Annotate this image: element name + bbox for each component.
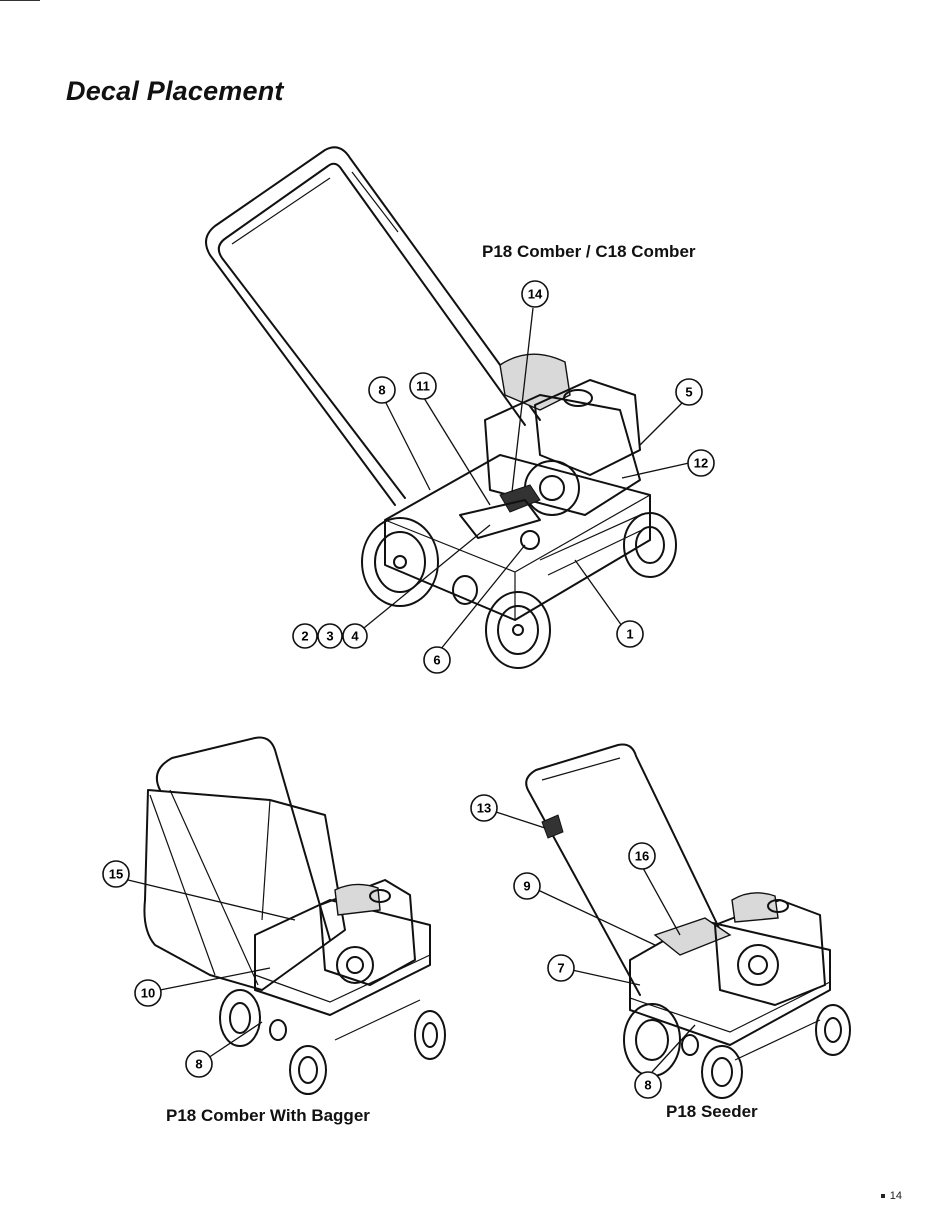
illustration-seeder: 13 16 9 7 8 (471, 744, 850, 1098)
callout-5: 5 (676, 379, 702, 405)
callout-6: 6 (424, 647, 450, 673)
callout-14: 14 (522, 281, 548, 307)
callout-16: 16 (629, 843, 655, 869)
svg-text:14: 14 (528, 287, 543, 302)
callout-11: 11 (410, 373, 436, 399)
svg-text:4: 4 (351, 629, 359, 644)
callout-12: 12 (688, 450, 714, 476)
illustration-comber-with-bagger: 15 10 8 (103, 738, 445, 1095)
svg-text:1: 1 (626, 627, 633, 642)
wheel-front-left (362, 518, 438, 606)
callout-1: 1 (617, 621, 643, 647)
callout-3: 3 (318, 624, 342, 648)
callout-7: 7 (548, 955, 574, 981)
callout-4: 4 (343, 624, 367, 648)
page-number-value: 14 (890, 1190, 902, 1202)
callout-8: 8 (635, 1072, 661, 1098)
svg-text:12: 12 (694, 456, 708, 471)
svg-text:7: 7 (557, 961, 564, 976)
svg-text:6: 6 (433, 653, 440, 668)
svg-text:3: 3 (326, 629, 333, 644)
callout-2: 2 (293, 624, 317, 648)
svg-text:8: 8 (195, 1057, 202, 1072)
svg-text:10: 10 (141, 986, 155, 1001)
callout-15: 15 (103, 861, 129, 887)
svg-text:11: 11 (416, 379, 430, 394)
callout-8: 8 (369, 377, 395, 403)
svg-text:9: 9 (523, 879, 530, 894)
svg-text:8: 8 (644, 1078, 651, 1093)
bullet-icon (881, 1194, 885, 1198)
callout-13: 13 (471, 795, 497, 821)
svg-text:16: 16 (635, 849, 649, 864)
wheel-front-right (486, 592, 550, 668)
svg-text:2: 2 (301, 629, 308, 644)
callout-10: 10 (135, 980, 161, 1006)
page-number: 14 (881, 1190, 902, 1202)
callout-8: 8 (186, 1051, 212, 1077)
svg-text:13: 13 (477, 801, 491, 816)
svg-text:15: 15 (109, 867, 123, 882)
svg-text:5: 5 (685, 385, 692, 400)
illustration-comber: 14 8 11 5 12 2 3 4 6 1 (206, 147, 714, 673)
callout-9: 9 (514, 873, 540, 899)
svg-text:8: 8 (378, 383, 385, 398)
